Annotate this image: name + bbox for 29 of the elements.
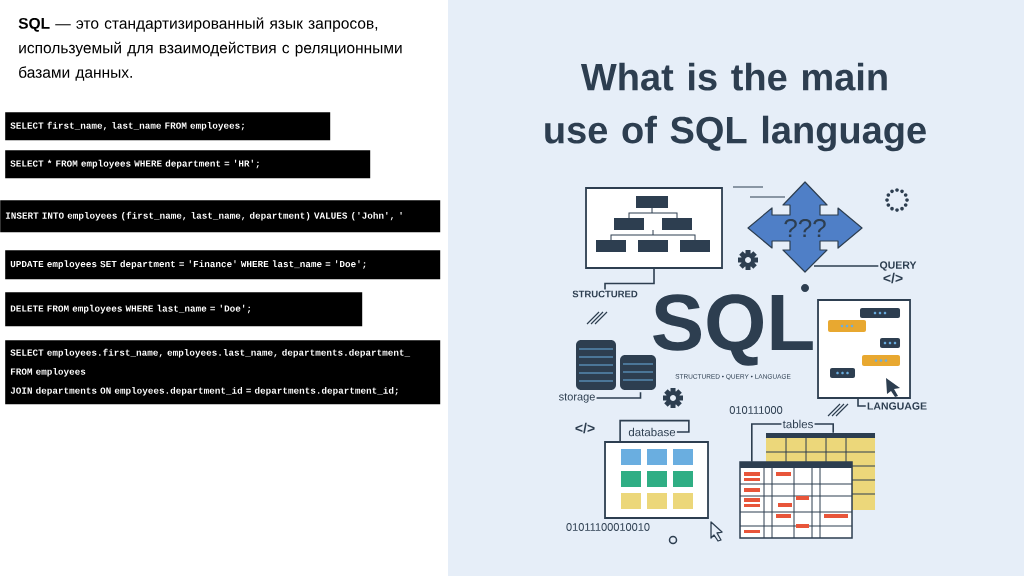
leader-line xyxy=(619,419,690,442)
large-heading: SQL xyxy=(653,294,813,366)
leader-line xyxy=(595,391,642,399)
code-icon: </> xyxy=(575,422,595,434)
tables-drawing xyxy=(739,432,876,539)
hierarchy-chart-drawing xyxy=(585,187,723,269)
callout-label: LANGUAGE xyxy=(867,402,927,410)
intro-paragraph: SQL — это стандартизированный язык запросов, используемый для взаимодействия с реляционными базами данных. xyxy=(18,17,402,81)
chat-window-drawing xyxy=(817,299,911,399)
code-block: DELETE FROM employees WHERE last_name = 'Doe'; xyxy=(5,292,363,327)
title: What is the main use of SQL language xyxy=(545,62,926,152)
code-icon: </> xyxy=(883,272,903,284)
folder-window-drawing xyxy=(604,441,709,519)
leader-line xyxy=(751,423,834,463)
callout-label: tables xyxy=(782,419,813,429)
leader-line xyxy=(813,265,880,267)
code-block: SELECT employees.first_name, employees.last_name, departments.department_ FROM employees JOIN departments ON employees.department_id = departments.department_id; xyxy=(5,340,441,405)
callout-label: storage xyxy=(559,393,595,403)
code-block: INSERT INTO employees (first_name, last_name, department) VALUES ('John', ' xyxy=(0,200,441,233)
code-block: SELECT first_name, last_name FROM employees; xyxy=(5,112,331,141)
binary-text: 010111000 xyxy=(729,406,783,414)
leader-line xyxy=(604,268,655,291)
leader-line xyxy=(857,398,867,407)
code-block: SELECT * FROM employees WHERE department = 'HR'; xyxy=(5,150,371,179)
binary-text: 01011100010010 xyxy=(566,523,650,531)
code-block: UPDATE employees SET department = 'Finance' WHERE last_name = 'Doe'; xyxy=(5,250,441,280)
callout-label: STRUCTURED xyxy=(572,290,638,298)
callout-label: database xyxy=(628,427,676,437)
callout-label: QUERY xyxy=(879,261,917,271)
